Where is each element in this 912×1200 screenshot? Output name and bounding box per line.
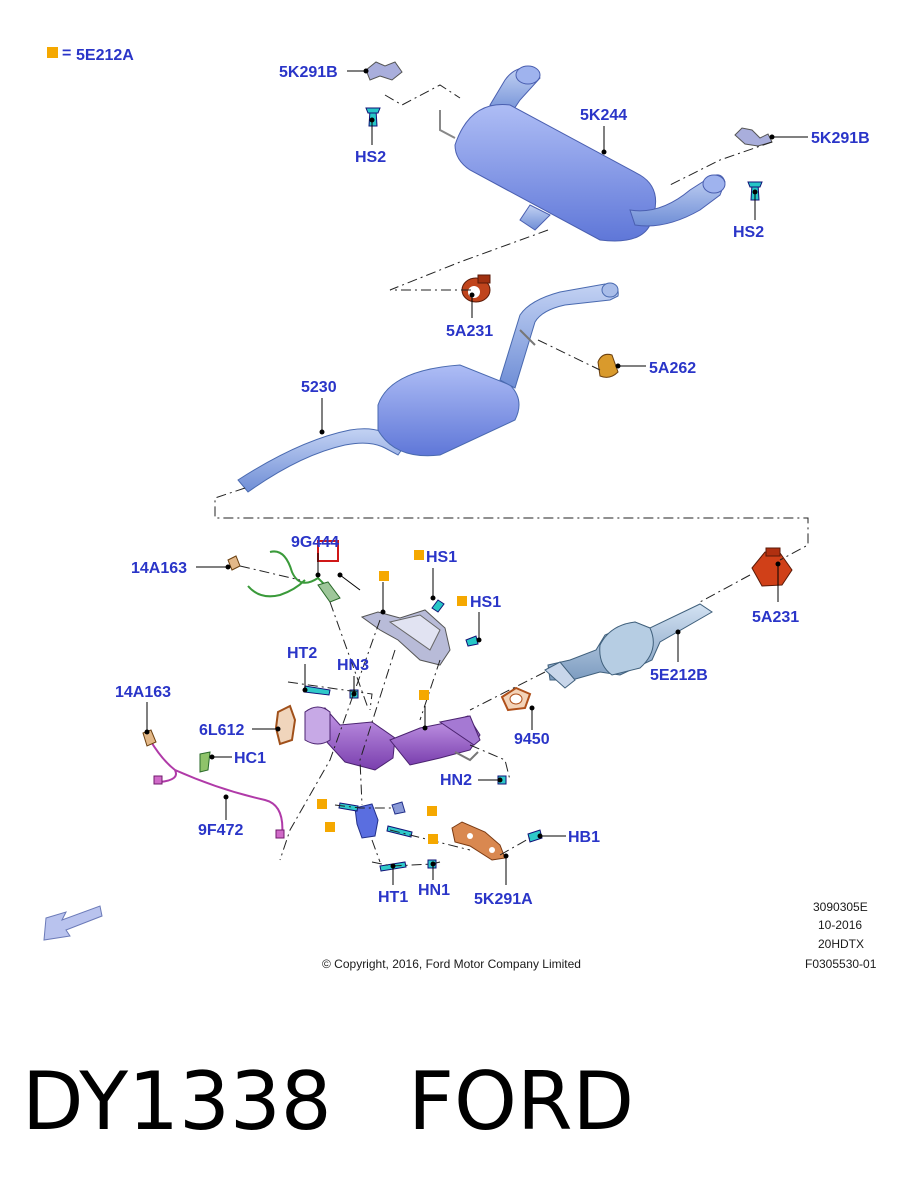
- bracket-5k291a: [451, 821, 506, 861]
- label-ht2: HT2: [287, 645, 317, 662]
- gasket-9450: [500, 686, 532, 712]
- catalyst-5e212b: [544, 603, 713, 689]
- legend-equals: =: [62, 45, 71, 62]
- label-hc1: HC1: [234, 750, 266, 767]
- bolt-hs1-a: [431, 599, 445, 613]
- legend-square: [47, 47, 58, 58]
- figure-code: F0305530-01: [805, 957, 877, 971]
- assembly-lines: [214, 84, 809, 867]
- label-9f472: 9F472: [198, 822, 243, 839]
- exhaust-manifold: [304, 706, 481, 771]
- legend-code: 5E212A: [76, 47, 134, 64]
- legend-markers: [317, 550, 467, 844]
- label-9g444: 9G444: [291, 534, 339, 551]
- bolt-hs1-b: [465, 635, 479, 647]
- bolt-hb1: [527, 829, 543, 843]
- label-5k291b-left: 5K291B: [279, 64, 338, 81]
- heat-shield: [360, 609, 451, 666]
- label-5a231-top: 5A231: [446, 323, 493, 340]
- bracket-5k291b-right: [734, 127, 773, 147]
- label-hb1: HB1: [568, 829, 600, 846]
- label-9450: 9450: [514, 731, 550, 748]
- bracket-5k291b-left: [365, 61, 403, 81]
- clamp-5a231-right: [751, 547, 793, 587]
- part-number-title: DY1338 FORD: [22, 1055, 635, 1148]
- label-hn1: HN1: [418, 882, 450, 899]
- label-5a262: 5A262: [649, 360, 696, 377]
- label-5230: 5230: [301, 379, 337, 396]
- bolt-hs2-left: [365, 107, 381, 127]
- label-hn3: HN3: [337, 657, 369, 674]
- label-6l612: 6L612: [199, 722, 244, 739]
- sensor-highlight-box: [317, 540, 339, 562]
- label-5k291a: 5K291A: [474, 891, 533, 908]
- leader-lines: [144, 68, 808, 885]
- lower-bracket: [338, 801, 413, 839]
- label-5a231-right: 5A231: [752, 609, 799, 626]
- label-hs1-a: HS1: [426, 549, 457, 566]
- label-hs2-right: HS2: [733, 224, 764, 241]
- label-5k291b-right: 5K291B: [811, 130, 870, 147]
- clip-hc1: [199, 751, 211, 773]
- front-direction-arrow-icon: [43, 905, 103, 941]
- ref-number: 3090305E: [813, 900, 868, 914]
- gasket-6l612: [274, 704, 297, 746]
- label-hn2: HN2: [440, 772, 472, 789]
- label-5k244: 5K244: [580, 107, 627, 124]
- label-hs2-left: HS2: [355, 149, 386, 166]
- exhaust-diagram: = 5E212A: [43, 45, 877, 971]
- center-pipe-5230: [237, 282, 619, 493]
- clamp-5a231-top: [461, 274, 491, 303]
- label-ht1: HT1: [378, 889, 408, 906]
- copyright: © Copyright, 2016, Ford Motor Company Li…: [322, 957, 581, 971]
- label-14a163-top: 14A163: [131, 560, 187, 577]
- label-hs1-b: HS1: [470, 594, 501, 611]
- ref-date: 10-2016: [818, 918, 862, 932]
- label-14a163-left: 14A163: [115, 684, 171, 701]
- rear-muffler-5k244: [439, 65, 726, 242]
- harness-9f472: [149, 739, 285, 839]
- sensor-9g444: [247, 550, 341, 603]
- isolator-5a262: [597, 353, 619, 378]
- engine-code: 20HDTX: [818, 937, 864, 951]
- stud-ht2: [303, 685, 331, 696]
- label-5e212b: 5E212B: [650, 667, 708, 684]
